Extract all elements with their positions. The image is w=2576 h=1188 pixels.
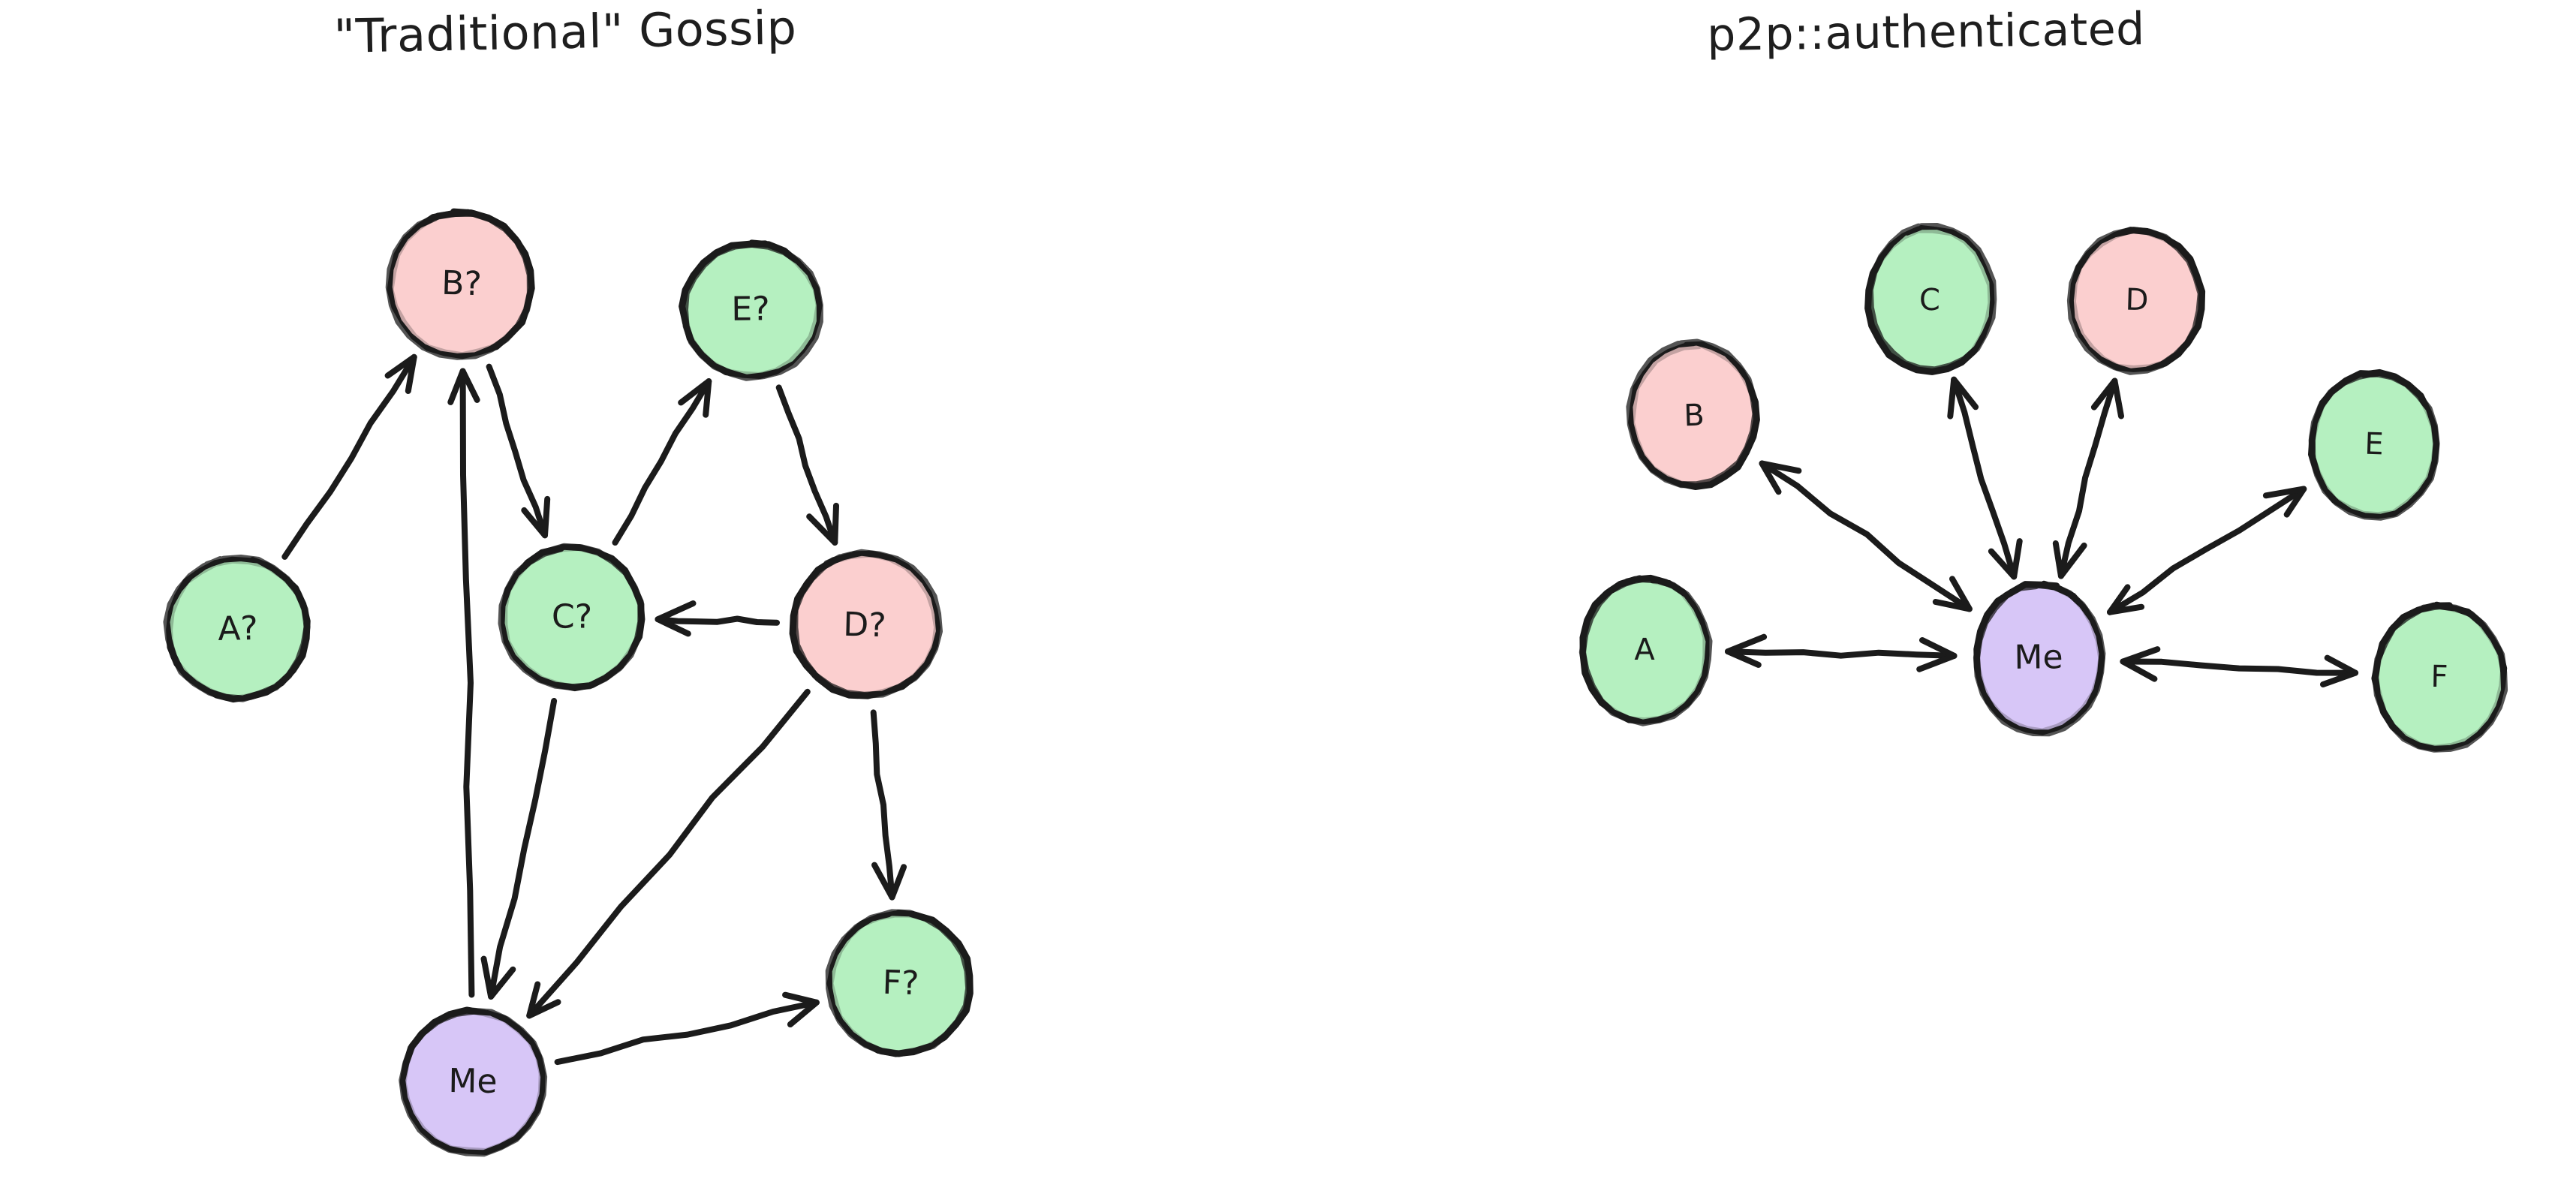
edge-line xyxy=(1759,460,1973,612)
edge-b-to-c xyxy=(486,363,551,539)
edge-c-to-e xyxy=(612,378,712,546)
arrowhead-icon xyxy=(655,600,697,637)
arrowhead-icon xyxy=(2090,377,2124,420)
edge-me-to-c xyxy=(1947,376,2023,580)
graph-traditional-gossip: B? E? A? C? D? Me F? xyxy=(163,208,974,1157)
node-c[interactable]: C? xyxy=(498,543,646,692)
edge-line xyxy=(775,384,838,546)
edge-line xyxy=(486,363,548,539)
arrowhead-icon xyxy=(1932,576,1973,612)
node-me[interactable]: Me xyxy=(1973,580,2106,737)
edge-line xyxy=(2057,377,2118,579)
node-circle-overstroke xyxy=(1626,338,1759,489)
arrowhead-icon xyxy=(447,368,480,405)
node-circle-overstroke xyxy=(2066,227,2204,375)
node-a[interactable]: A xyxy=(1578,574,1713,726)
node-circle-overstroke xyxy=(2308,369,2440,521)
edge-line xyxy=(612,378,712,546)
arrowhead-icon xyxy=(1759,460,1802,495)
node-circle-overstroke xyxy=(2372,603,2508,753)
arrowhead-icon xyxy=(480,955,516,1000)
node-circle-overstroke xyxy=(825,909,973,1057)
node-f[interactable]: F xyxy=(2371,601,2508,753)
node-circle-overstroke xyxy=(1973,582,2106,737)
node-circle-overstroke xyxy=(1866,223,1997,374)
edge-line xyxy=(488,698,558,1000)
arrowhead-icon xyxy=(2320,654,2359,687)
edge-d-to-c xyxy=(655,600,780,637)
edge-d-to-f xyxy=(870,709,907,901)
arrowhead-icon xyxy=(2120,646,2161,682)
edge-line xyxy=(459,368,475,998)
arrowhead-icon xyxy=(1947,376,1979,420)
edge-me-to-a xyxy=(1725,633,1958,672)
node-c[interactable]: C xyxy=(1864,223,1997,375)
arrowhead-icon xyxy=(384,353,417,394)
arrowhead-icon xyxy=(521,495,551,539)
edge-me-to-d xyxy=(2052,377,2124,579)
arrowhead-icon xyxy=(2052,540,2087,579)
arrowhead-icon xyxy=(871,862,907,901)
node-e[interactable]: E? xyxy=(679,239,823,381)
edge-line xyxy=(2107,486,2307,615)
edge-me-to-b xyxy=(447,368,480,998)
node-d[interactable]: D xyxy=(2066,227,2206,375)
node-circle-overstroke xyxy=(498,543,645,691)
arrowhead-icon xyxy=(1725,633,1768,668)
edge-line xyxy=(2120,658,2359,676)
arrowhead-icon xyxy=(1916,637,1958,672)
edge-line xyxy=(870,709,895,901)
node-me[interactable]: Me xyxy=(399,1006,548,1157)
edge-a-to-b xyxy=(281,353,417,560)
arrowhead-icon xyxy=(782,991,820,1027)
node-circle-overstroke xyxy=(385,209,534,360)
node-circle-overstroke xyxy=(399,1007,548,1157)
arrowhead-icon xyxy=(678,378,712,418)
edge-line xyxy=(281,353,417,560)
edge-line xyxy=(526,688,811,1019)
node-a[interactable]: A? xyxy=(163,555,311,703)
edge-c-to-me xyxy=(480,698,558,1000)
edge-line xyxy=(1951,376,2018,580)
edge-line xyxy=(1725,648,1958,659)
arrowhead-icon xyxy=(806,502,839,546)
node-circle-overstroke xyxy=(1578,575,1713,726)
edge-line xyxy=(655,615,780,626)
node-e[interactable]: E xyxy=(2308,368,2440,521)
node-circle-overstroke xyxy=(791,549,943,699)
node-d[interactable]: D? xyxy=(789,549,943,699)
node-circle-overstroke xyxy=(163,555,311,702)
node-b[interactable]: B? xyxy=(385,208,535,360)
edge-me-to-f xyxy=(2120,646,2359,687)
arrowhead-icon xyxy=(2262,486,2307,518)
node-b[interactable]: B xyxy=(1626,338,1760,490)
node-f[interactable]: F? xyxy=(825,909,974,1057)
edge-d-to-me xyxy=(526,688,811,1019)
arrowhead-icon xyxy=(2107,584,2145,615)
edge-e-to-d xyxy=(775,384,839,546)
arrowhead-icon xyxy=(526,981,561,1019)
edge-me-to-f xyxy=(554,991,820,1066)
edge-me-to-b xyxy=(1759,460,1973,612)
edge-me-to-e xyxy=(2107,486,2307,615)
arrowhead-icon xyxy=(1988,538,2023,580)
node-circle-overstroke xyxy=(682,241,823,381)
edge-line xyxy=(554,999,820,1066)
